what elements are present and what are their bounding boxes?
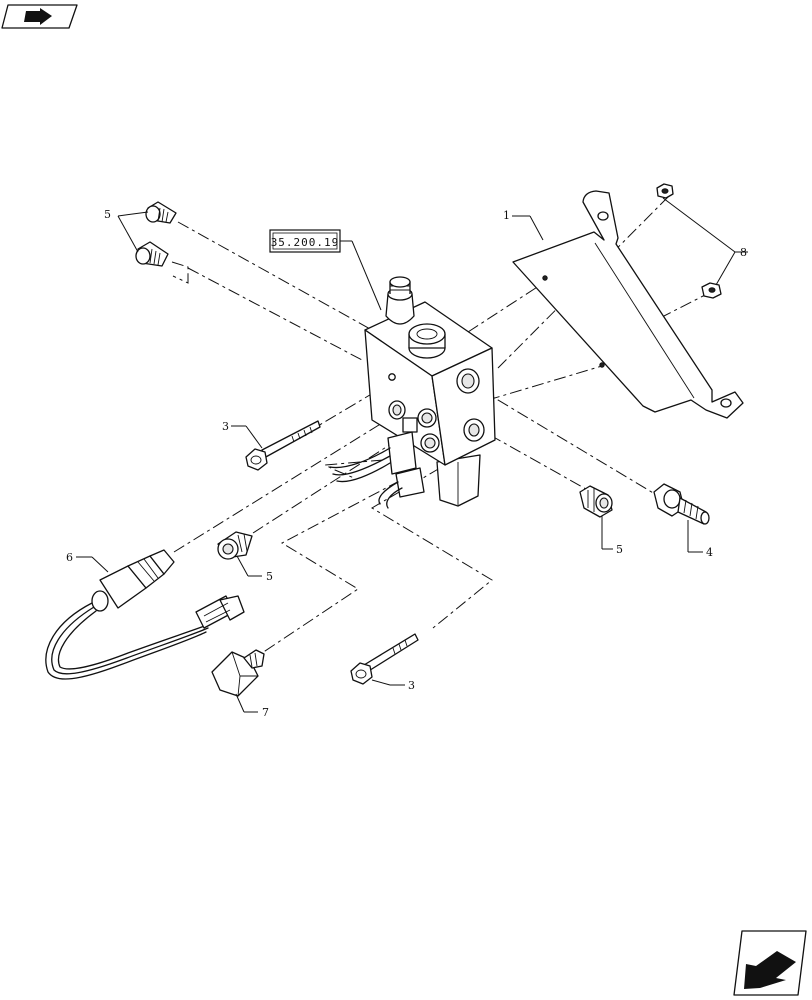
bolt-upper bbox=[245, 420, 321, 471]
hose-barb-fitting bbox=[653, 483, 710, 525]
fitting-5-top bbox=[145, 201, 177, 224]
callout-4: 4 bbox=[706, 546, 713, 559]
hydraulic-valve-block bbox=[329, 276, 496, 509]
callout-labels: 5 1 8 3 6 5 5 4 3 7 bbox=[66, 208, 747, 719]
callout-5-right: 5 bbox=[616, 543, 623, 556]
mounting-bracket bbox=[512, 190, 744, 419]
callout-5-top: 5 bbox=[104, 208, 111, 221]
callout-3-lower: 3 bbox=[408, 679, 415, 692]
next-page-arrow-icon[interactable] bbox=[733, 930, 807, 996]
bolt-lower bbox=[350, 633, 419, 685]
fitting-5-right bbox=[579, 485, 613, 518]
fitting-5-second bbox=[135, 241, 169, 267]
reference-box-label: 35.200.19 bbox=[271, 236, 340, 249]
callout-5-lower: 5 bbox=[266, 570, 273, 583]
reference-box[interactable]: 35.200.19 bbox=[269, 229, 382, 311]
callout-7: 7 bbox=[262, 706, 269, 719]
previous-page-arrow-icon[interactable] bbox=[1, 4, 78, 29]
pressure-switch bbox=[211, 649, 265, 697]
nut-upper bbox=[656, 183, 674, 199]
fitting-5-lower bbox=[217, 531, 253, 560]
pressure-sensor-with-harness bbox=[45, 549, 245, 680]
callout-1: 1 bbox=[503, 209, 510, 222]
callout-leaders bbox=[76, 197, 748, 713]
callout-6: 6 bbox=[66, 551, 73, 564]
callout-3-upper: 3 bbox=[222, 420, 229, 433]
callout-8: 8 bbox=[740, 246, 747, 259]
nut-lower bbox=[701, 282, 722, 299]
